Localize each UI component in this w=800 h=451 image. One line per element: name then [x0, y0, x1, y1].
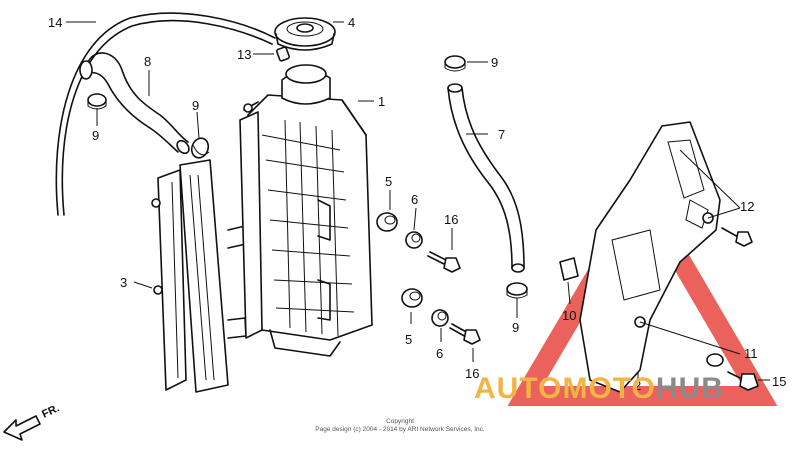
callout-9-mid: 9: [192, 98, 199, 113]
copyright-line-1: Copyright: [386, 418, 414, 425]
overflow-tube: [55, 12, 276, 216]
bolt-upper: [427, 251, 461, 273]
callout-14: 14: [48, 15, 62, 30]
clip-10: [559, 257, 579, 281]
bolt-12: [721, 227, 753, 247]
front-direction-label: FR.: [40, 402, 61, 420]
callout-6-lower: 6: [436, 346, 443, 361]
callout-5-lower: 5: [405, 332, 412, 347]
clip-13: [276, 46, 290, 62]
hose-clamp-mid: [190, 137, 210, 159]
bolt-lower: [449, 323, 481, 345]
callout-9-left: 9: [92, 128, 99, 143]
svg-text:AUTOMOTOHUB: AUTOMOTOHUB: [474, 372, 724, 405]
callout-15: 15: [772, 374, 786, 389]
watermark-brand-part2: HUB: [656, 372, 724, 405]
callout-4: 4: [348, 15, 355, 30]
copyright-line-2: Page design (c) 2004 - 2014 by ARI Netwo…: [315, 426, 485, 433]
callout-labels: 14 4 13 1 8 9 9 9 7 3 5 6 16 5 6 16 9 10…: [48, 15, 786, 393]
callout-1: 1: [378, 94, 385, 109]
leader-lines: [66, 21, 770, 381]
callout-9-bottom-right: 9: [512, 320, 519, 335]
callout-2: 2: [634, 378, 641, 393]
grommet-lower: [401, 288, 423, 308]
callout-16-lower: 16: [465, 366, 479, 381]
callout-9-top-right: 9: [491, 55, 498, 70]
bolt-15: [727, 371, 759, 391]
hose-clamp-left: [87, 93, 107, 110]
hose-clamp-bottom-right: [506, 282, 528, 299]
front-direction-arrow: FR.: [3, 402, 61, 441]
collar-lower: [431, 309, 449, 327]
watermark-brand-part1: AUTOMOTO: [474, 372, 656, 405]
watermark-logo: AUTOMOTOHUB: [474, 372, 724, 405]
callout-11: 11: [744, 346, 758, 361]
radiator-shroud: [151, 159, 247, 393]
callout-7: 7: [498, 127, 505, 142]
grommet-upper: [376, 212, 398, 232]
callout-13: 13: [237, 47, 251, 62]
callout-6-upper: 6: [411, 192, 418, 207]
upper-hose: [79, 52, 190, 155]
callout-5-upper: 5: [385, 174, 392, 189]
copyright-notice: Copyright Page design (c) 2004 - 2014 by…: [315, 418, 485, 433]
callout-8: 8: [144, 54, 151, 69]
lower-hose: [447, 83, 525, 273]
collar-upper: [405, 231, 423, 249]
radiator: [239, 64, 373, 357]
hose-clamp-top-right: [444, 55, 466, 72]
callout-10: 10: [562, 308, 576, 323]
callout-16-upper: 16: [444, 212, 458, 227]
callout-12: 12: [740, 199, 754, 214]
radiator-guard: [579, 121, 721, 393]
radiator-cap: [274, 17, 336, 51]
callout-3: 3: [120, 275, 127, 290]
collar-11: [706, 353, 724, 367]
